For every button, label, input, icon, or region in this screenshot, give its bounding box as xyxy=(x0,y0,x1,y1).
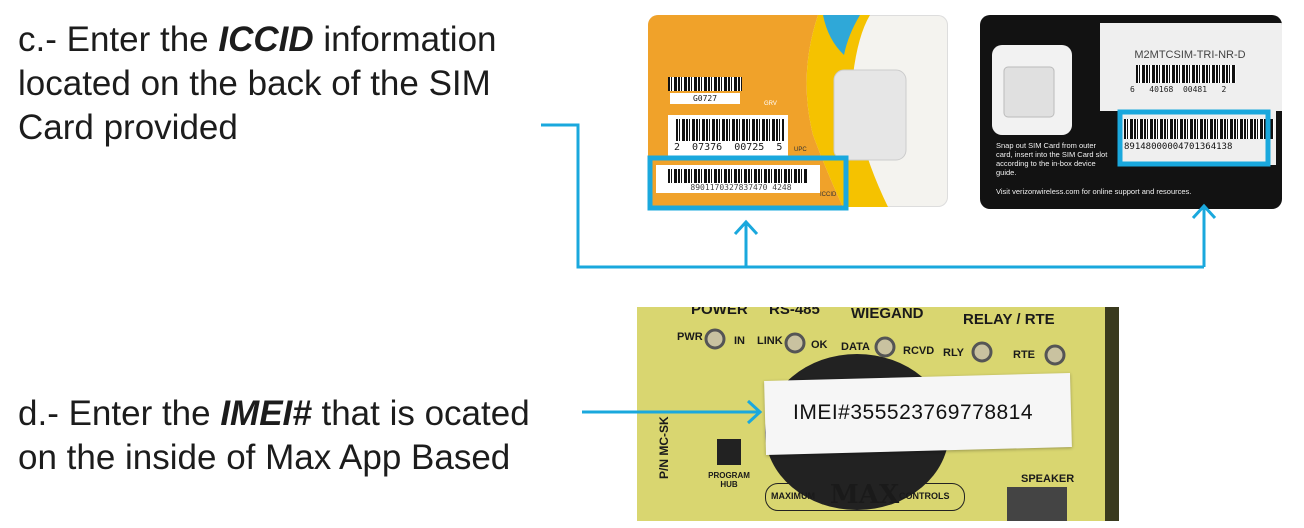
program-hub-label: PROGRAM HUB xyxy=(708,471,750,489)
led-label-link: LINK xyxy=(757,335,783,347)
sim2-model: M2MTCSIM-TRI-NR-D xyxy=(1134,49,1246,61)
iccid-caption-1: ICCID xyxy=(820,192,837,198)
instruction-c-prefix: c.- Enter the xyxy=(18,20,219,59)
led-label-pwr: PWR xyxy=(677,331,703,343)
sim1-code-top: G0727 xyxy=(670,93,740,104)
header-rs485: RS-485 xyxy=(769,307,820,318)
speaker-label: SPEAKER xyxy=(1021,473,1075,485)
connector-line xyxy=(541,123,1204,269)
header-relay-rte: RELAY / RTE xyxy=(963,311,1055,328)
imei-number: IMEI#355523769778814 xyxy=(793,401,1034,424)
brand-logo xyxy=(765,483,965,511)
arrow-up-1-head xyxy=(733,219,759,236)
iccid-number-1: 8901170327837470 4248 xyxy=(690,183,792,192)
instruction-iccid: c.- Enter the ICCID information located … xyxy=(18,18,558,150)
brand-left: MAXIMUM xyxy=(771,491,815,501)
iccid-barcode-1 xyxy=(668,169,808,183)
iccid-barcode-2 xyxy=(1124,119,1274,139)
upc-caption: UPC xyxy=(794,147,807,153)
led-label-in: IN xyxy=(734,335,745,347)
instruction-c-suffix: information located on the back of the S… xyxy=(18,20,497,147)
iccid-highlight-1 xyxy=(647,155,849,211)
led-label-rly: RLY xyxy=(943,347,964,359)
header-wiegand: WIEGAND xyxy=(851,307,924,322)
led-label-ok: OK xyxy=(811,339,828,351)
instruction-imei: d.- Enter the IMEI# that is ocated on th… xyxy=(18,392,578,480)
sim-card-photo-1: G0727 GRV 2 07376 00725 5 UPC 8901170327… xyxy=(648,15,948,207)
sim1-label-small: GRV xyxy=(764,101,777,107)
upc-barcode xyxy=(676,119,784,141)
sim2-barcode-top xyxy=(1136,65,1236,83)
iccid-number-2: 89148000004701364138 xyxy=(1124,142,1233,152)
instruction-c-emphasis: ICCID xyxy=(218,20,314,59)
sim2-code-small: 6 40168 00481 2 xyxy=(1130,85,1227,94)
led-label-data: DATA xyxy=(841,341,870,353)
sim2-footer: Visit verizonwireless.com for online sup… xyxy=(996,187,1192,196)
barcode-top xyxy=(668,77,742,91)
instruction-d-suffix: that is ocated on the inside of Max App … xyxy=(18,394,530,477)
led-label-rte: RTE xyxy=(1013,349,1035,361)
brand-center: MAX xyxy=(830,480,900,510)
sim2-instructions: Snap out SIM Card from outer card, inser… xyxy=(996,141,1108,177)
brand-right: CONTROLS xyxy=(899,491,950,501)
arrow-imei-head xyxy=(746,399,763,425)
upc-number: 2 07376 00725 5 xyxy=(674,142,783,153)
header-power: POWER xyxy=(691,307,748,318)
controller-board-photo: POWER RS-485 WIEGAND RELAY / RTE PWR IN … xyxy=(637,307,1119,521)
iccid-highlight-2 xyxy=(1117,109,1271,167)
instruction-d-prefix: d.- Enter the xyxy=(18,394,221,433)
led-label-rcvd: RCVD xyxy=(903,345,935,357)
instruction-d-emphasis: IMEI# xyxy=(220,394,312,433)
arrow-up-2-head xyxy=(1191,203,1217,220)
